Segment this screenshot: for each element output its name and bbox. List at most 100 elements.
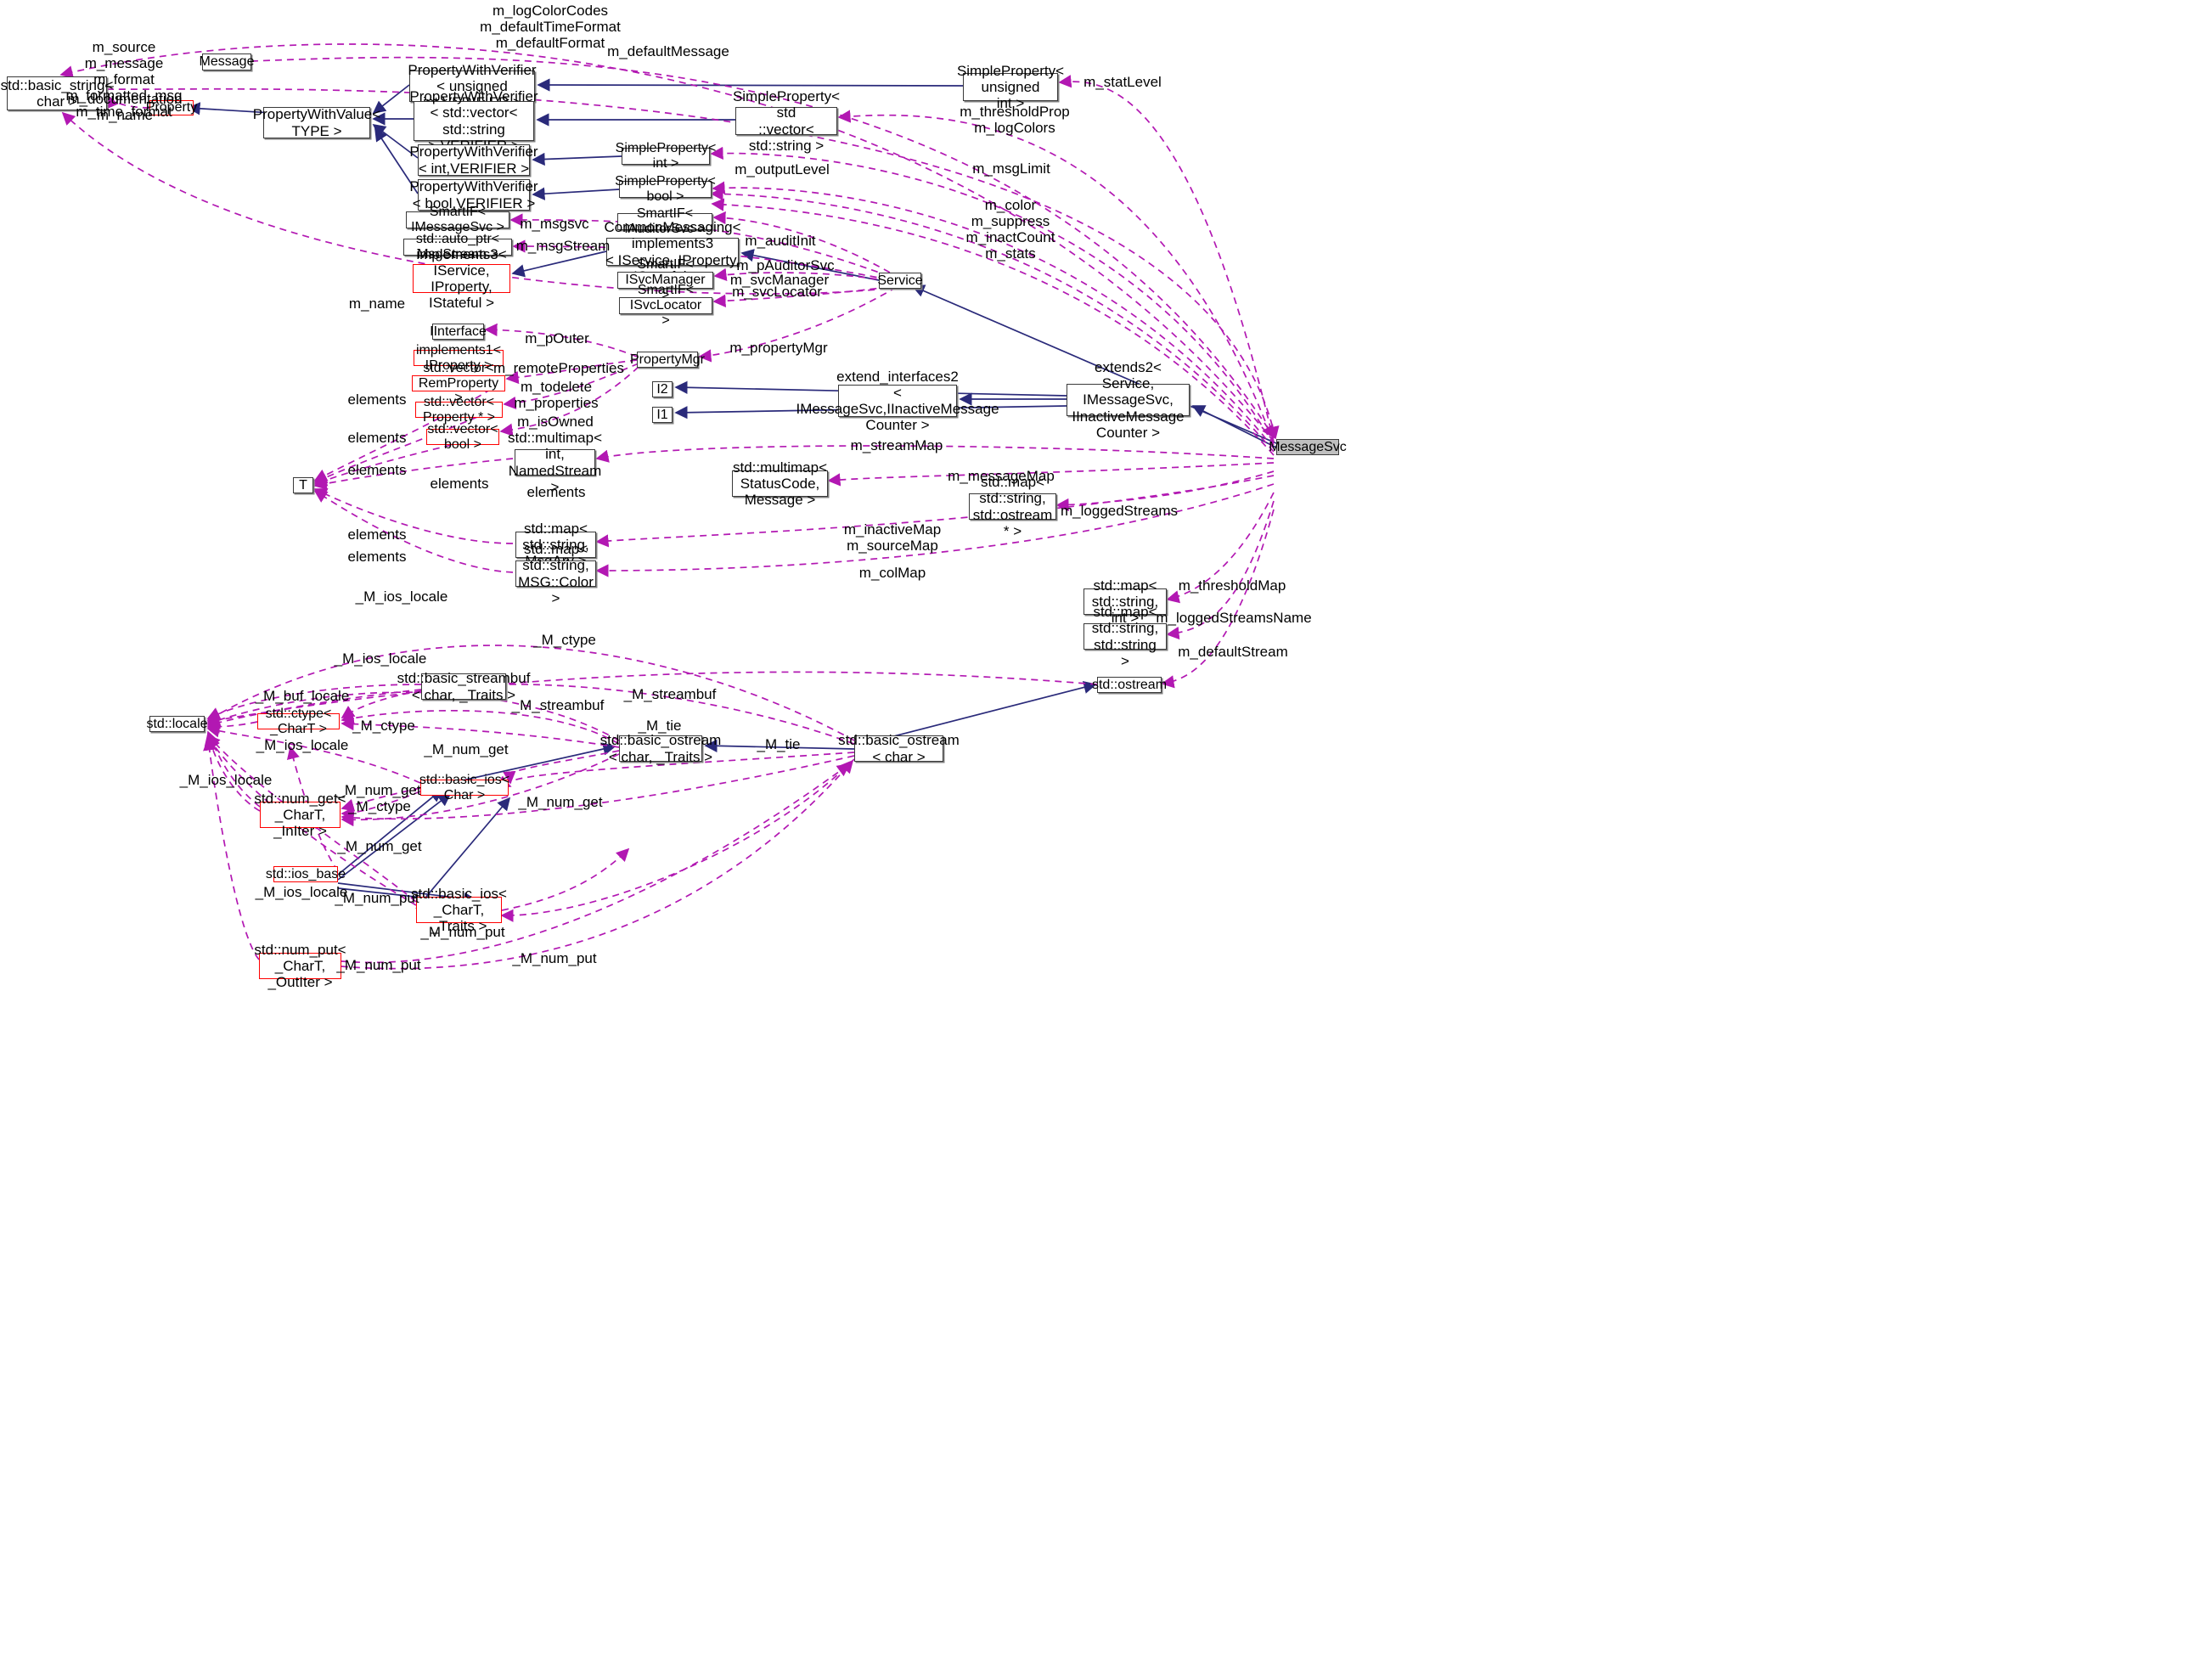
edge-label: m_color m_suppress m_inactCount m_stats [965, 197, 1055, 262]
class-node-message[interactable]: Message [199, 53, 255, 70]
edge-label: m_pAuditorSvc [736, 257, 835, 273]
class-node-t_node[interactable]: T [293, 477, 313, 493]
class-node-vec_bool[interactable]: std::vector< bool > [426, 421, 499, 452]
class-node-pwv_int[interactable]: PropertyWithVerifier < int,VERIFIER > [409, 144, 538, 177]
edge-label: _M_num_put [512, 950, 597, 966]
class-node-iinterface[interactable]: IInterface [430, 324, 487, 340]
edge-label: m_colMap [858, 565, 926, 581]
edge-label: _M_num_put [336, 957, 421, 973]
edge-label: m_logColorCodes m_defaultTimeFormat m_de… [480, 3, 621, 52]
class-node-basic_streambuf[interactable]: std::basic_streambuf < char, _Traits > [397, 670, 531, 703]
class-node-basic_ios_char[interactable]: std::basic_ios< Char > [419, 772, 510, 802]
class-node-implements3[interactable]: implements3< IService, IProperty, IState… [413, 246, 510, 311]
class-node-map_msgary[interactable]: std::map< std::string, MsgAry > [515, 521, 596, 569]
class-node-map_ostream[interactable]: std::map< std::string, std::ostream * > [969, 474, 1056, 539]
class-node-sp_int[interactable]: SimpleProperty< int > [615, 141, 717, 171]
class-node-ostream[interactable]: std::ostream [1091, 677, 1168, 693]
class-node-propertymgr[interactable]: PropertyMgr [629, 352, 706, 368]
class-node-locale[interactable]: std::locale [146, 716, 208, 732]
class-node-map_int[interactable]: std::map< std::string, int > [1083, 577, 1167, 626]
edge-label: m_todelete m_properties [514, 379, 599, 412]
edge-label: _M_num_put [420, 924, 505, 940]
edge-label: _M_tie [638, 718, 682, 734]
edge-label: m_documentation m_name [67, 91, 183, 124]
class-node-basic_ostream_ct[interactable]: std::basic_ostream < char, _Traits > [599, 732, 722, 765]
class-node-pwv_bool[interactable]: PropertyWithVerifier < bool,VERIFIER > [409, 178, 538, 211]
class-node-multimap_int[interactable]: std::multimap< int, NamedStream > [508, 430, 603, 495]
edge-label: _M_ctype [348, 798, 411, 814]
edge-label: elements [347, 391, 407, 408]
edge-label: elements [526, 484, 586, 500]
class-node-sp_bool[interactable]: SimpleProperty< bool > [615, 174, 716, 204]
edge-label: elements [347, 549, 407, 565]
edge-label: m_auditInit [745, 233, 816, 249]
class-node-ios_base[interactable]: std::ios_base [265, 866, 346, 882]
class-node-basic_string[interactable]: std::basic_string< char > [0, 76, 114, 110]
class-node-smartif_isvcmanager[interactable]: SmartIF< ISvcManager > [617, 257, 713, 302]
edge-label: m_msgStream [515, 238, 611, 254]
edge-label: elements [347, 526, 407, 543]
class-node-property[interactable]: Property [145, 100, 198, 115]
edge-label: m_inactiveMap m_sourceMap [843, 521, 942, 555]
edge-label: _M_ios_locale [355, 588, 448, 605]
edge-label: m_msgLimit [972, 160, 1050, 177]
edge-label: _M_streambuf [623, 686, 717, 702]
edge-label: m_svcLocator [732, 284, 822, 300]
edge-label: _M_streambuf [511, 697, 605, 713]
class-node-num_get[interactable]: std::num_get< _CharT, _InIter > [254, 790, 346, 840]
class-node-map_color[interactable]: std::map< std::string, MSG::Color > [515, 541, 596, 606]
edge-label: _M_ios_locale [256, 737, 349, 753]
edge-label: m_pOuter [525, 330, 589, 346]
edge-label: m_messageMap [948, 468, 1055, 484]
class-node-i2[interactable]: I2 [652, 381, 673, 397]
edge-label: m_isOwned [517, 414, 594, 430]
edge-label: _M_num_put [335, 890, 419, 906]
edge-label: _M_num_get [518, 794, 603, 810]
edge-label: m_remoteProperties [492, 360, 625, 376]
edge-label: m_outputLevel [735, 161, 830, 177]
edge-label: elements [347, 430, 407, 446]
edge-label: _M_tie [757, 736, 801, 752]
class-node-messagesvc[interactable]: MessageSvc [1269, 439, 1347, 455]
edge-label: m_defaultMessage [607, 43, 729, 59]
class-node-vec_remproperty[interactable]: std::vector< RemProperty > [412, 361, 505, 405]
edge-label: m_name [348, 296, 406, 312]
edge-label: elements [347, 462, 407, 478]
edge-label: m_streamMap [850, 437, 943, 453]
edge-label: m_thresholdProp m_logColors [960, 104, 1070, 137]
class-node-i1[interactable]: I1 [652, 407, 673, 423]
class-node-pwv_vecstr[interactable]: PropertyWithVerifier < std::vector< std:… [409, 88, 538, 153]
edge-label: m_statLevel [1083, 74, 1162, 90]
edge-label: m_msgsvc [520, 216, 589, 232]
edge-label: _M_num_get [337, 838, 422, 854]
edge-label: m_svcManager [729, 272, 830, 288]
edge-label: m_loggedStreams [1061, 503, 1178, 519]
class-node-smartif_isvclocator[interactable]: SmartIF< ISvcLocator > [619, 283, 712, 328]
class-node-extend_interfaces2[interactable]: extend_interfaces2 < IMessageSvc,IInacti… [796, 368, 999, 434]
edge-label: _M_num_get [424, 741, 509, 757]
edge-label: _M_ios_locale [255, 884, 348, 900]
class-node-extends2[interactable]: extends2< Service, IMessageSvc, IInactiv… [1067, 359, 1190, 441]
edge-label: elements [430, 476, 489, 492]
edge-label: _M_ios_locale [179, 772, 273, 788]
edge-label: m_thresholdMap [1178, 577, 1286, 594]
edge-label: m_source m_message m_format m_formatted_… [65, 39, 183, 121]
edge-label: _M_num_get [336, 782, 421, 798]
class-node-propertywithvalue[interactable]: PropertyWithValue< TYPE > [252, 106, 381, 139]
class-node-ctype[interactable]: std::ctype< _CharT > [257, 707, 340, 736]
class-node-sp_vecstr[interactable]: SimpleProperty< std ::vector< std::strin… [732, 88, 841, 154]
edge-label: _M_ctype [533, 632, 596, 648]
class-node-basic_ostream_c[interactable]: std::basic_ostream < char > [838, 732, 960, 765]
class-node-num_put[interactable]: std::num_put< _CharT, _OutIter > [254, 941, 346, 991]
edge-label: m_defaultStream [1178, 644, 1288, 660]
class-node-commonmessaging[interactable]: CommonMessaging< implements3 < IService,… [604, 219, 740, 284]
class-node-map_string[interactable]: std::map< std::string, std::string > [1083, 604, 1167, 669]
class-node-smartif_imsgsvc[interactable]: SmartIF< IMessageSvc > [406, 205, 509, 234]
class-node-service[interactable]: Service [877, 273, 923, 289]
edge-label: _M_buf_locale [255, 688, 350, 704]
class-node-sp_uint[interactable]: SimpleProperty< unsigned int > [956, 62, 1065, 112]
class-node-vec_property_ptr[interactable]: std::vector< Property * > [415, 395, 503, 425]
class-node-multimap_status[interactable]: std::multimap< StatusCode, Message > [732, 459, 828, 509]
class-node-basic_ios_ct[interactable]: std::basic_ios< _CharT, _Traits > [411, 885, 507, 935]
